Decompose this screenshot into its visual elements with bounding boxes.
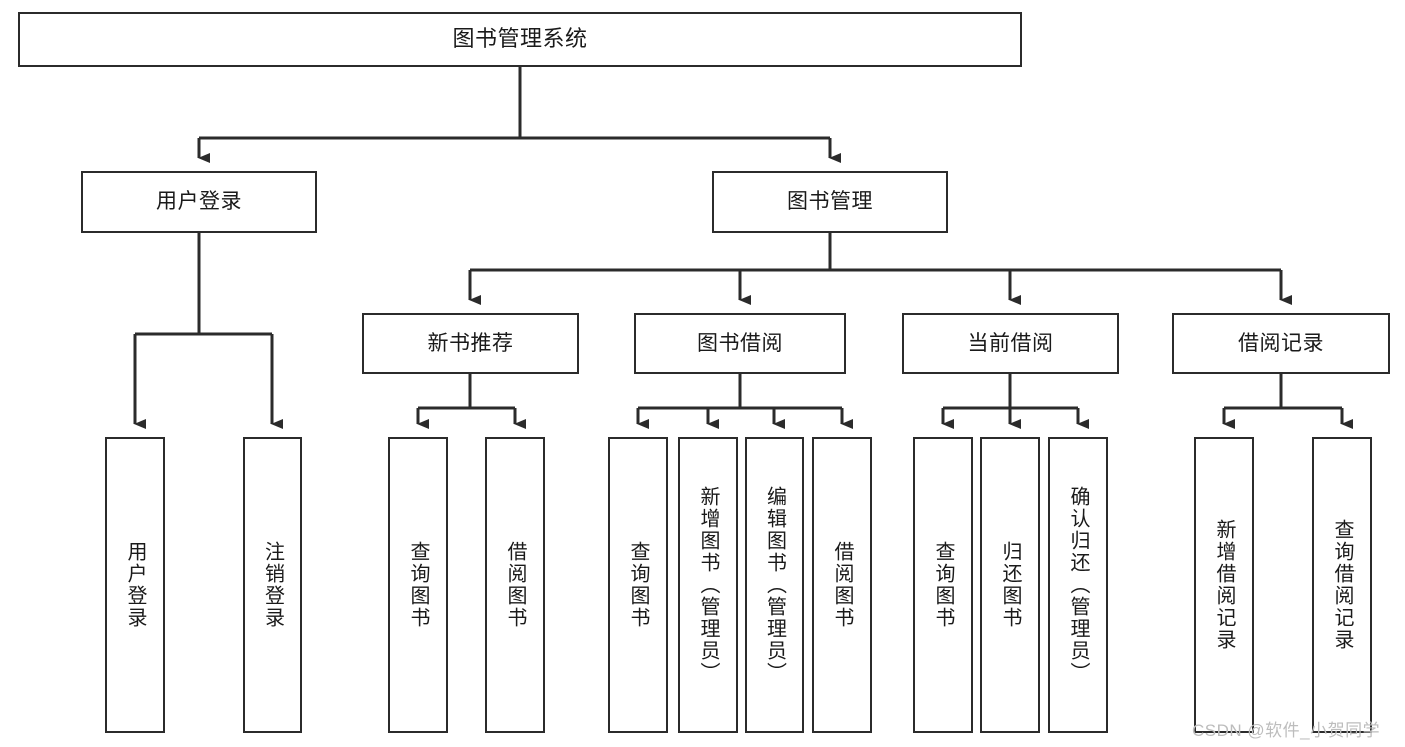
node-level3-new-book-recommend[interactable]: 新书推荐 (362, 313, 579, 374)
node-label: 确认归还（管理员） (1067, 486, 1089, 684)
node-label: 图书管理 (787, 190, 873, 214)
node-root[interactable]: 图书管理系统 (18, 12, 1022, 67)
node-label: 图书管理系统 (452, 26, 588, 52)
node-level3-borrow-records[interactable]: 借阅记录 (1172, 313, 1390, 374)
node-leaf-user-login[interactable]: 用户登录 (105, 437, 165, 733)
csdn-watermark: CSDN @软件_小贺同学 (1192, 721, 1381, 740)
node-level2-user-login[interactable]: 用户登录 (81, 171, 317, 233)
node-label: 编辑图书（管理员） (763, 486, 786, 684)
node-leaf-return-book[interactable]: 归还图书 (980, 437, 1040, 733)
node-label: 归还图书 (999, 541, 1021, 629)
node-leaf-query-book-borrow[interactable]: 查询图书 (608, 437, 668, 733)
node-level3-book-borrow[interactable]: 图书借阅 (634, 313, 846, 374)
node-label: 新增图书（管理员） (697, 486, 719, 684)
node-label: 查询借阅记录 (1331, 519, 1353, 651)
node-leaf-add-borrow-record[interactable]: 新增借阅记录 (1194, 437, 1254, 733)
node-label: 图书借阅 (697, 331, 783, 355)
node-label: 用户登录 (124, 541, 146, 629)
node-leaf-query-book-recommend[interactable]: 查询图书 (388, 437, 448, 733)
node-label: 查询图书 (627, 541, 649, 629)
node-label: 借阅记录 (1238, 331, 1324, 355)
node-leaf-edit-book-admin[interactable]: 编辑图书（管理员） (745, 437, 804, 733)
node-label: 借阅图书 (504, 541, 526, 629)
node-label: 注销登录 (261, 541, 284, 629)
node-leaf-borrow-book-recommend[interactable]: 借阅图书 (485, 437, 545, 733)
node-label: 用户登录 (156, 190, 242, 214)
node-leaf-logout[interactable]: 注销登录 (243, 437, 302, 733)
node-leaf-confirm-return-admin[interactable]: 确认归还（管理员） (1048, 437, 1108, 733)
node-label: 当前借阅 (967, 331, 1054, 355)
node-label: 查询图书 (407, 541, 429, 629)
node-label: 查询图书 (932, 541, 954, 629)
node-leaf-query-book-current[interactable]: 查询图书 (913, 437, 973, 733)
node-label: 新书推荐 (427, 331, 514, 355)
node-label: 新增借阅记录 (1213, 519, 1235, 651)
node-leaf-query-borrow-record[interactable]: 查询借阅记录 (1312, 437, 1372, 733)
node-leaf-borrow-book[interactable]: 借阅图书 (812, 437, 872, 733)
node-leaf-add-book-admin[interactable]: 新增图书（管理员） (678, 437, 738, 733)
node-label: 借阅图书 (831, 541, 853, 629)
node-level2-book-management[interactable]: 图书管理 (712, 171, 948, 233)
node-level3-current-borrow[interactable]: 当前借阅 (902, 313, 1119, 374)
